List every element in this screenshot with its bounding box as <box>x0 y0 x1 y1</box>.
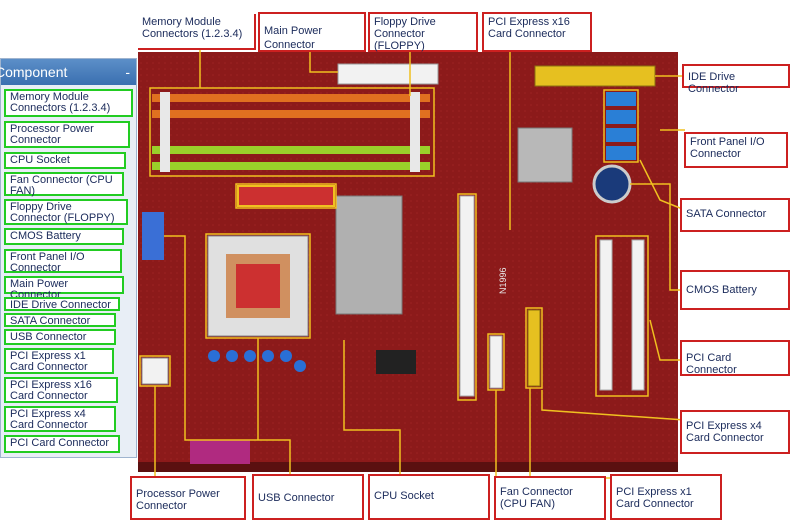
callout-floppy: Floppy Drive Connector (FLOPPY) <box>368 12 478 52</box>
processor-power-shape <box>142 358 168 384</box>
sidebar-item-memory[interactable]: Memory Module Connectors (1.2.3.4) <box>4 89 133 117</box>
callout-ide: IDE Drive Connector <box>682 64 790 88</box>
callout-pcie4: PCI Express x4 Card Connector <box>680 410 790 454</box>
sidebar-item-usb[interactable]: USB Connector <box>4 329 116 345</box>
pci-slot-2 <box>632 240 644 390</box>
sidebar-header[interactable]: Component - <box>1 59 136 85</box>
callout-cpu-socket: CPU Socket <box>368 474 490 520</box>
sidebar-item-ide[interactable]: IDE Drive Connector <box>4 297 120 311</box>
callout-processor-power: Processor Power Connector <box>130 476 246 520</box>
sidebar-item-cmos[interactable]: CMOS Battery <box>4 228 124 245</box>
collapse-icon[interactable]: - <box>125 59 130 85</box>
usb-header <box>142 212 164 260</box>
northbridge-heatsink <box>518 128 572 182</box>
sidebar-item-cpu-socket[interactable]: CPU Socket <box>4 152 126 169</box>
sidebar-item-pcie16[interactable]: PCI Express x16 Card Connector <box>4 377 118 403</box>
sidebar-item-pcie1[interactable]: PCI Express x1 Card Connector <box>4 348 114 374</box>
sidebar-item-floppy[interactable]: Floppy Drive Connector (FLOPPY) <box>4 199 128 225</box>
sidebar-item-main-power[interactable]: Main Power Connector <box>4 276 124 294</box>
callout-cmos: CMOS Battery <box>680 270 790 310</box>
sidebar-item-sata[interactable]: SATA Connector <box>4 313 116 327</box>
pcie-x1-slot <box>490 336 502 388</box>
ide-connector-shape <box>535 66 655 86</box>
chipset-heatsink <box>336 196 402 314</box>
sidebar-item-pcie4[interactable]: PCI Express x4 Card Connector <box>4 406 116 432</box>
callout-pci: PCI Card Connector <box>680 340 790 376</box>
callout-memory: Memory Module Connectors (1.2.3.4) <box>138 14 256 50</box>
main-power-connector <box>338 64 438 84</box>
callout-usb: USB Connector <box>252 474 364 520</box>
callout-fan: Fan Connector (CPU FAN) <box>494 476 606 520</box>
component-sidebar: Component - Memory Module Connectors (1.… <box>0 58 137 458</box>
sidebar-item-processor-power[interactable]: Processor Power Connector <box>4 121 130 148</box>
rear-port <box>190 440 250 464</box>
pci-slot-1 <box>600 240 612 390</box>
callout-main-power: Main Power Connector <box>258 12 366 52</box>
callout-pcie16: PCI Express x16 Card Connector <box>482 12 592 52</box>
pcie-x4-slot <box>528 310 540 386</box>
sidebar-item-front-panel[interactable]: Front Panel I/O Connector <box>4 249 122 273</box>
io-chip <box>376 350 416 374</box>
cmos-battery-shape <box>594 166 630 202</box>
callout-front-panel: Front Panel I/O Connector <box>684 132 788 168</box>
pcie-x16-slot <box>460 196 474 396</box>
sidebar-title: Component <box>0 59 67 85</box>
sidebar-item-fan[interactable]: Fan Connector (CPU FAN) <box>4 172 124 196</box>
floppy-connector-shape <box>238 186 334 206</box>
callout-sata: SATA Connector <box>680 198 790 232</box>
callout-pcie1: PCI Express x1 Card Connector <box>610 474 722 520</box>
model-text: N1996 <box>498 267 508 294</box>
sidebar-item-pci[interactable]: PCI Card Connector <box>4 435 120 453</box>
